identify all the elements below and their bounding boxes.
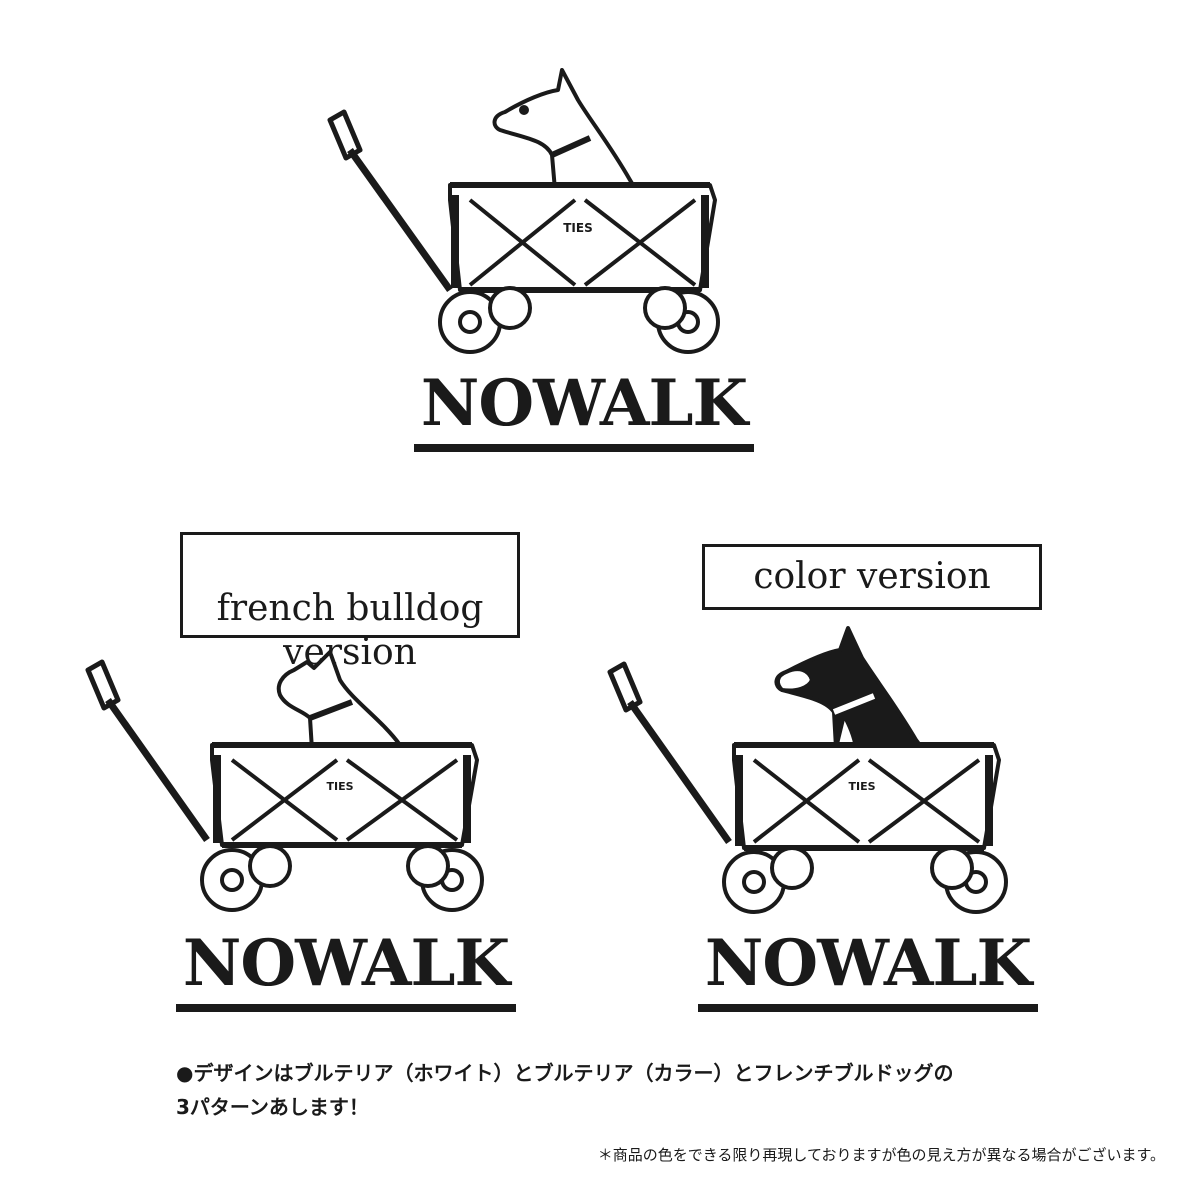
tag-color-text: color version [753, 556, 991, 597]
logo-nowalk-bottom-right: NOWALK [698, 932, 1038, 1012]
logo-text: NOWALK [420, 366, 748, 441]
tag-color-version: color version [702, 544, 1042, 610]
logo-text: NOWALK [704, 926, 1032, 1001]
logo-underline [414, 444, 754, 452]
wagon-brand-label: TIES [326, 780, 353, 793]
tag-french-text: french bulldog version [216, 588, 484, 673]
design-note: ●デザインはブルテリア（ホワイト）とブルテリア（カラー）とフレンチブルドッグの … [176, 1056, 953, 1124]
color-disclaimer: ＊商品の色をできる限り再現しておりますが色の見え方が異なる場合がございます。 [598, 1144, 1165, 1165]
logo-nowalk-top: NOWALK [414, 372, 754, 452]
logo-underline [176, 1004, 516, 1012]
tag-french-bulldog-version: french bulldog version [180, 532, 520, 673]
design-note-line2: 3パターンあします！ [176, 1095, 369, 1119]
wagon-brand-label: TIES [563, 221, 593, 235]
design-note-line1: ●デザインはブルテリア（ホワイト）とブルテリア（カラー）とフレンチブルドッグの [176, 1061, 954, 1085]
wagon-illustration-bull-terrier-white: TIES [327, 68, 720, 354]
wagon-illustration-bull-terrier-color: TIES [607, 626, 1008, 914]
wagon-illustration-french-bulldog: TIES [85, 650, 484, 912]
logo-nowalk-bottom-left: NOWALK [176, 932, 516, 1012]
color-disclaimer-text: ＊商品の色をできる限り再現しておりますが色の見え方が異なる場合がございます。 [597, 1146, 1165, 1164]
logo-underline [698, 1004, 1038, 1012]
logo-text: NOWALK [182, 926, 510, 1001]
wagon-brand-label: TIES [848, 780, 875, 793]
